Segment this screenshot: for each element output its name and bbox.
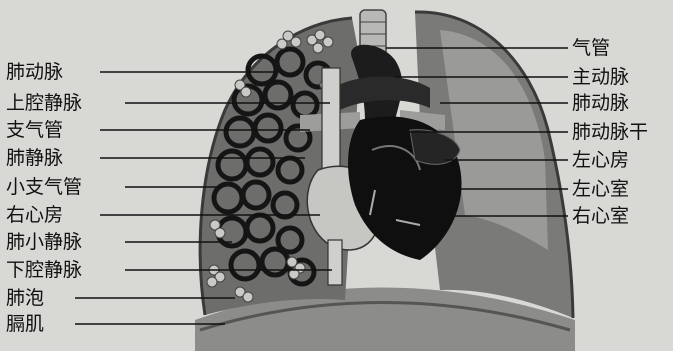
label-pulmonary-trunk: 肺动脉干	[572, 121, 648, 143]
label-superior-vena-cava: 上腔静脉	[6, 92, 82, 114]
label-right-ventricle: 右心室	[572, 205, 629, 227]
label-aorta: 主动脉	[572, 66, 629, 88]
label-alveoli: 肺泡	[6, 287, 44, 309]
label-pulmonary-venule: 肺小静脉	[6, 231, 82, 253]
label-bronchiole: 小支气管	[6, 176, 82, 198]
label-right-atrium: 右心房	[6, 204, 63, 226]
label-pulmonary-artery-left: 肺动脉	[6, 61, 63, 83]
label-pulmonary-vein: 肺静脉	[6, 147, 63, 169]
label-diaphragm: 膈肌	[6, 313, 44, 335]
label-inferior-vena-cava: 下腔静脉	[6, 259, 82, 281]
label-left-atrium: 左心房	[572, 149, 629, 171]
label-pulmonary-artery-right: 肺动脉	[572, 92, 629, 114]
label-bronchus: 支气管	[6, 119, 63, 141]
label-left-ventricle: 左心室	[572, 178, 629, 200]
label-trachea: 气管	[572, 37, 610, 59]
